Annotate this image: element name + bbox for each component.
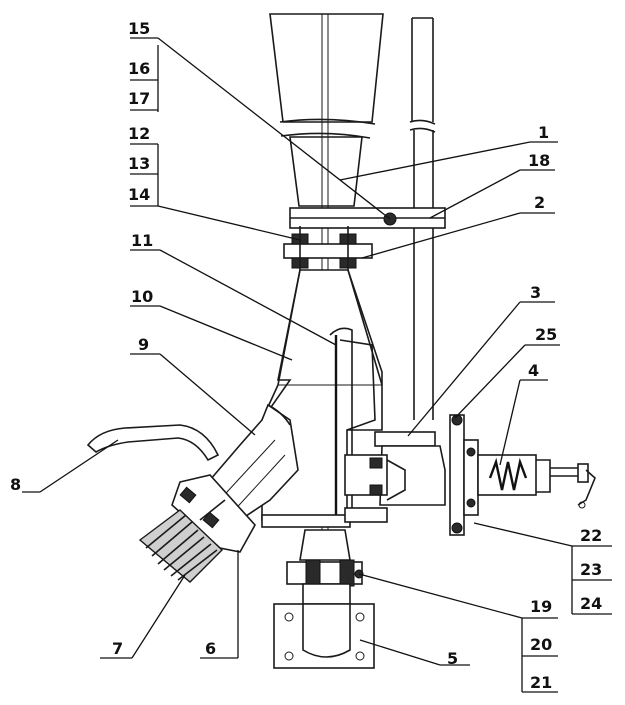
valve-flange-25 — [449, 414, 479, 536]
callout-6: 6 — [205, 639, 216, 658]
callout-12: 12 — [128, 124, 150, 143]
callout-11: 11 — [131, 231, 153, 250]
callout-21: 21 — [530, 673, 552, 692]
flange-2 — [283, 226, 373, 270]
spring-mechanism-4 — [477, 454, 596, 509]
callout-1: 1 — [538, 123, 549, 142]
side-outlet-3 — [344, 431, 446, 523]
vertical-pipe — [409, 17, 436, 420]
callout-4: 4 — [528, 361, 539, 380]
bracket-18 — [289, 207, 446, 229]
leader-lines — [22, 37, 612, 693]
callout-20: 20 — [530, 635, 552, 654]
strainer-7 — [138, 509, 224, 583]
callout-labels: 15 16 17 12 13 14 11 10 9 8 7 6 5 1 18 2… — [10, 19, 602, 692]
callout-15: 15 — [128, 19, 150, 38]
callout-9: 9 — [138, 335, 149, 354]
callout-13: 13 — [128, 154, 150, 173]
callout-8: 8 — [10, 475, 21, 494]
callout-22: 22 — [580, 526, 602, 545]
coupling-6 — [171, 474, 256, 553]
callout-14: 14 — [128, 185, 150, 204]
handle-lever-8 — [86, 424, 220, 462]
callout-16: 16 — [128, 59, 150, 78]
callout-10: 10 — [131, 287, 153, 306]
callout-23: 23 — [580, 560, 602, 579]
callout-2: 2 — [534, 193, 545, 212]
callout-17: 17 — [128, 89, 150, 108]
hopper-upper — [269, 13, 384, 125]
callout-3: 3 — [530, 283, 541, 302]
callout-19: 19 — [530, 597, 552, 616]
callout-18: 18 — [528, 151, 550, 170]
elbow-branch-9 — [208, 403, 299, 522]
callout-25: 25 — [535, 325, 557, 344]
callout-24: 24 — [580, 594, 602, 613]
callout-7: 7 — [112, 639, 123, 658]
base-plate-5 — [273, 603, 375, 669]
callout-5: 5 — [447, 649, 458, 668]
